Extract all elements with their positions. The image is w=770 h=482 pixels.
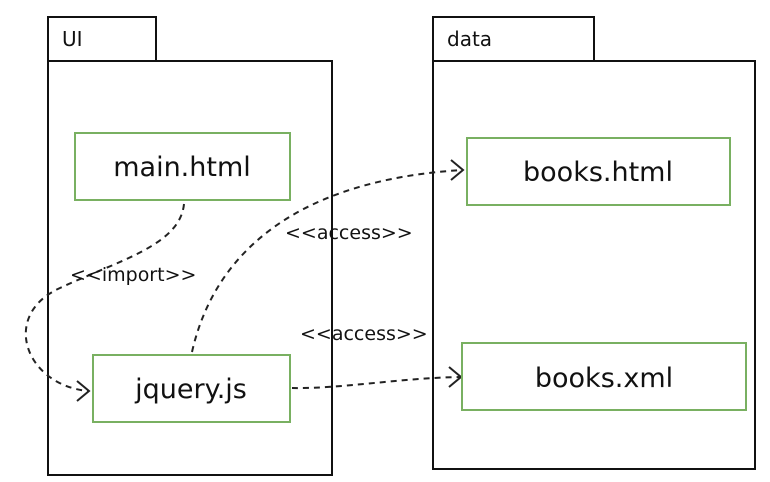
package-data-label: data	[447, 27, 492, 51]
node-jquery-js-box	[92, 354, 291, 423]
edge-access-books-xml-label: <<access>>	[300, 323, 428, 345]
edge-import	[24, 203, 185, 402]
edge-access-books-html-label: <<access>>	[285, 222, 413, 244]
node-books-html-label: books.html	[523, 157, 673, 188]
node-books-xml-box	[461, 342, 747, 411]
node-books-html-box	[466, 137, 731, 206]
node-books-html: books.html	[466, 137, 731, 206]
edge-access-books-xml-line	[291, 376, 461, 390]
edge-access-books-html	[191, 159, 465, 353]
edge-import-line	[24, 203, 185, 392]
edge-import-arrowhead	[76, 380, 91, 402]
node-jquery-js-label: jquery.js	[134, 374, 247, 405]
edge-import-label: <<import>>	[70, 264, 196, 286]
edge-access-books-html-arrowhead	[450, 159, 465, 181]
node-main-html-box	[74, 132, 291, 201]
edge-access-books-html-line	[191, 169, 463, 353]
package-ui-label: UI	[62, 27, 83, 51]
package-data-tab	[432, 16, 595, 62]
node-books-xml: books.xml	[461, 342, 747, 411]
node-main-html-label: main.html	[113, 152, 251, 183]
node-books-xml-label: books.xml	[535, 363, 673, 394]
node-main-html: main.html	[74, 132, 291, 201]
package-ui-tab	[47, 16, 157, 62]
node-jquery-js: jquery.js	[92, 354, 291, 423]
